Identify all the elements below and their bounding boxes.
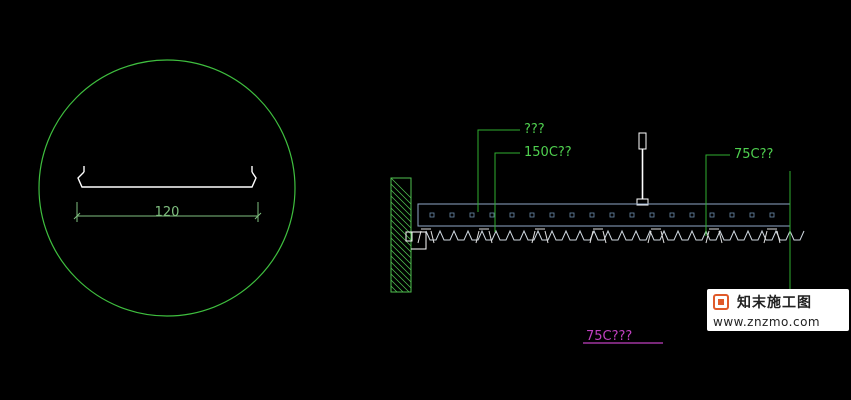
hatch-line [390,273,410,293]
carrier-hole [569,212,575,218]
strip-clips [417,228,781,244]
callout-mid: 150C?? [524,145,572,160]
leader-callout-top [477,129,520,212]
wall-screw [405,231,413,242]
carrier-hole [549,212,555,218]
hatch-line [390,201,412,223]
carrier-hole [649,212,655,218]
carrier-hole [629,212,635,218]
dimension-tick-right [254,212,262,220]
detail-circle [38,59,296,317]
strip-clip [531,228,549,244]
strip-clip [763,228,781,244]
hatch-line [390,195,412,217]
znzmo-logo-icon [713,294,729,310]
watermark-brand: 知末施工图 [737,295,812,311]
hatch-line [390,231,412,253]
hatch-line [390,255,412,277]
strip-ceiling-profile [425,229,805,241]
strip-clip [417,228,435,244]
hatch-line [390,285,398,293]
carrier-hole [749,212,755,218]
carrier-hole [589,212,595,218]
strip-clip [475,228,493,244]
carrier-hole [709,212,715,218]
hatch-line [390,225,412,247]
callout-top: ??? [524,122,545,137]
strip-clip [705,228,723,244]
hatch-line [390,207,412,229]
hatch-line [390,237,412,259]
wall-hatch-lines [390,177,412,293]
strip-clip [589,228,607,244]
leader-callout-mid [494,152,520,232]
carrier-hole [669,212,675,218]
profile-detail: 120 [38,59,296,317]
carrier-hole [529,212,535,218]
hatch-line [390,267,412,289]
carrier-hole [689,212,695,218]
dimension-tick-left [73,212,81,220]
hanger-clip [636,198,649,206]
hatch-line [390,279,404,293]
wall-angle [411,231,427,250]
carrier-hole [469,212,475,218]
carrier-hole [609,212,615,218]
strip-clip [647,228,665,244]
leader-callout-right [705,154,730,236]
watermark-url: www.znzmo.com [713,315,821,329]
hatch-line [390,213,412,235]
section-title: 75C??? [586,329,632,344]
hatch-line [390,243,412,265]
carrier-holes [429,212,775,218]
ceiling-section: ??? 150C?? 75C?? 75C??? [390,122,805,344]
watermark-badge: 知末施工图 www.znzmo.com [707,289,849,331]
wall-hatch [390,177,412,293]
carrier-hole [429,212,435,218]
hatch-line [390,261,412,283]
carrier-hole [489,212,495,218]
hatch-line [390,177,412,199]
carrier-hole [729,212,735,218]
carrier-hole [509,212,515,218]
carrier-hole [449,212,455,218]
hanger-top [638,132,647,150]
hatch-line [390,189,412,211]
dimension-label: 120 [155,205,180,220]
hatch-line [390,183,412,205]
hatch-line [390,219,412,241]
strip-profile [77,171,257,188]
hatch-line [390,249,412,271]
callout-right: 75C?? [734,147,773,162]
carrier-hole [769,212,775,218]
